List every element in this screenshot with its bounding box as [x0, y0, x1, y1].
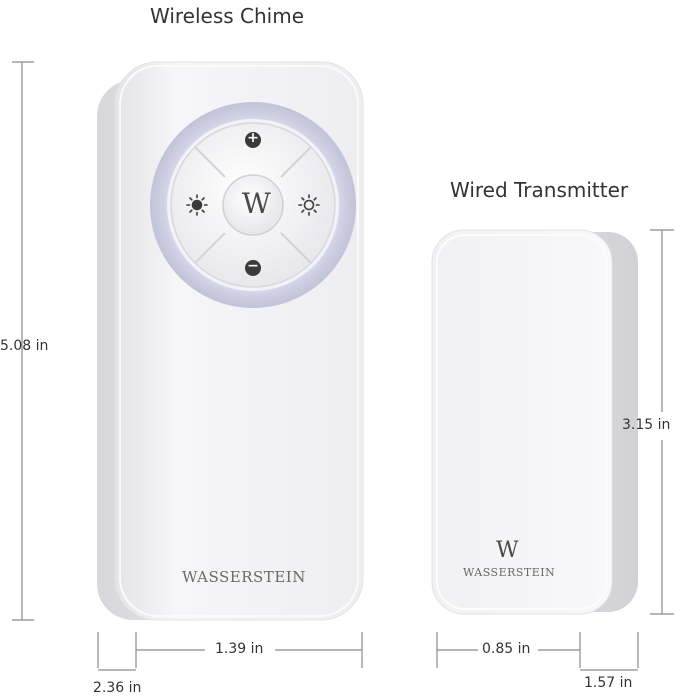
- volume-down-glyph: −: [247, 258, 259, 274]
- chime-brand-logo: WASSERSTEIN: [182, 568, 306, 586]
- chime-depth-label: 2.36 in: [93, 680, 142, 696]
- chime-title: Wireless Chime: [150, 4, 305, 28]
- transmitter-depth-label: 1.57 in: [584, 675, 633, 691]
- brightness-right-icon[interactable]: [298, 194, 320, 216]
- chime-width-label: 1.39 in: [215, 641, 264, 657]
- chime-height-label: 5.08 in: [0, 338, 49, 354]
- transmitter-height-label: 3.15 in: [622, 417, 671, 433]
- chime-monogram-logo: W: [242, 187, 272, 220]
- transmitter-monogram-logo: W: [496, 538, 520, 563]
- transmitter-width-label: 0.85 in: [482, 641, 531, 657]
- wireless-chime: [97, 61, 364, 621]
- dimension-lines: [12, 61, 674, 671]
- center-button[interactable]: [222, 174, 284, 236]
- transmitter-title: Wired Transmitter: [450, 178, 629, 202]
- volume-down-button[interactable]: [245, 260, 261, 276]
- volume-up-glyph: +: [247, 130, 259, 146]
- transmitter-brand-logo: WASSERSTEIN: [463, 566, 556, 579]
- brightness-left-icon[interactable]: [186, 194, 208, 216]
- wired-transmitter: [431, 229, 638, 615]
- volume-up-button[interactable]: [245, 132, 261, 148]
